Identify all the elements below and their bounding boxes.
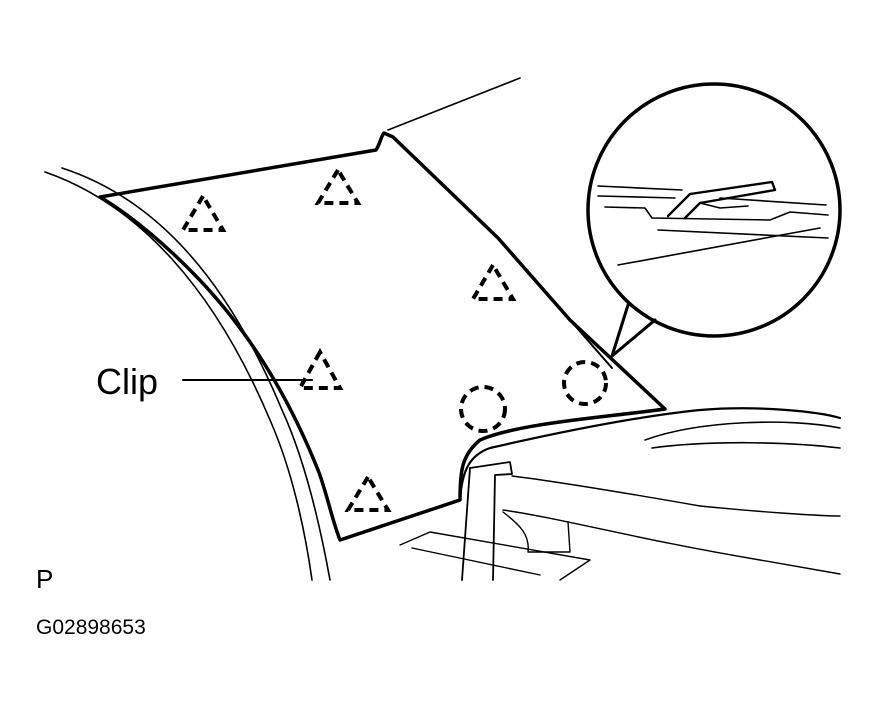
rear-deck-area — [399, 407, 842, 581]
clip-marker-triangle — [179, 192, 227, 232]
clip-marker-triangle — [469, 261, 517, 301]
clip-markers-circles — [459, 360, 608, 433]
clip-marker-triangle — [314, 166, 362, 205]
clip-marker-triangle — [344, 473, 392, 512]
detail-clip-view — [597, 180, 829, 266]
clip-markers-triangles — [179, 166, 517, 512]
detail-magnifier — [586, 82, 842, 358]
clip-marker-triangle — [296, 347, 344, 390]
pillar-trim-panel — [98, 131, 667, 542]
figure-id-label: G02898653 — [36, 616, 146, 639]
clip-marker-circle — [562, 360, 608, 406]
view-code-label: P — [36, 564, 53, 594]
clip-label: Clip — [96, 361, 158, 402]
clip-marker-circle — [459, 385, 507, 433]
detail-circle — [586, 82, 842, 338]
